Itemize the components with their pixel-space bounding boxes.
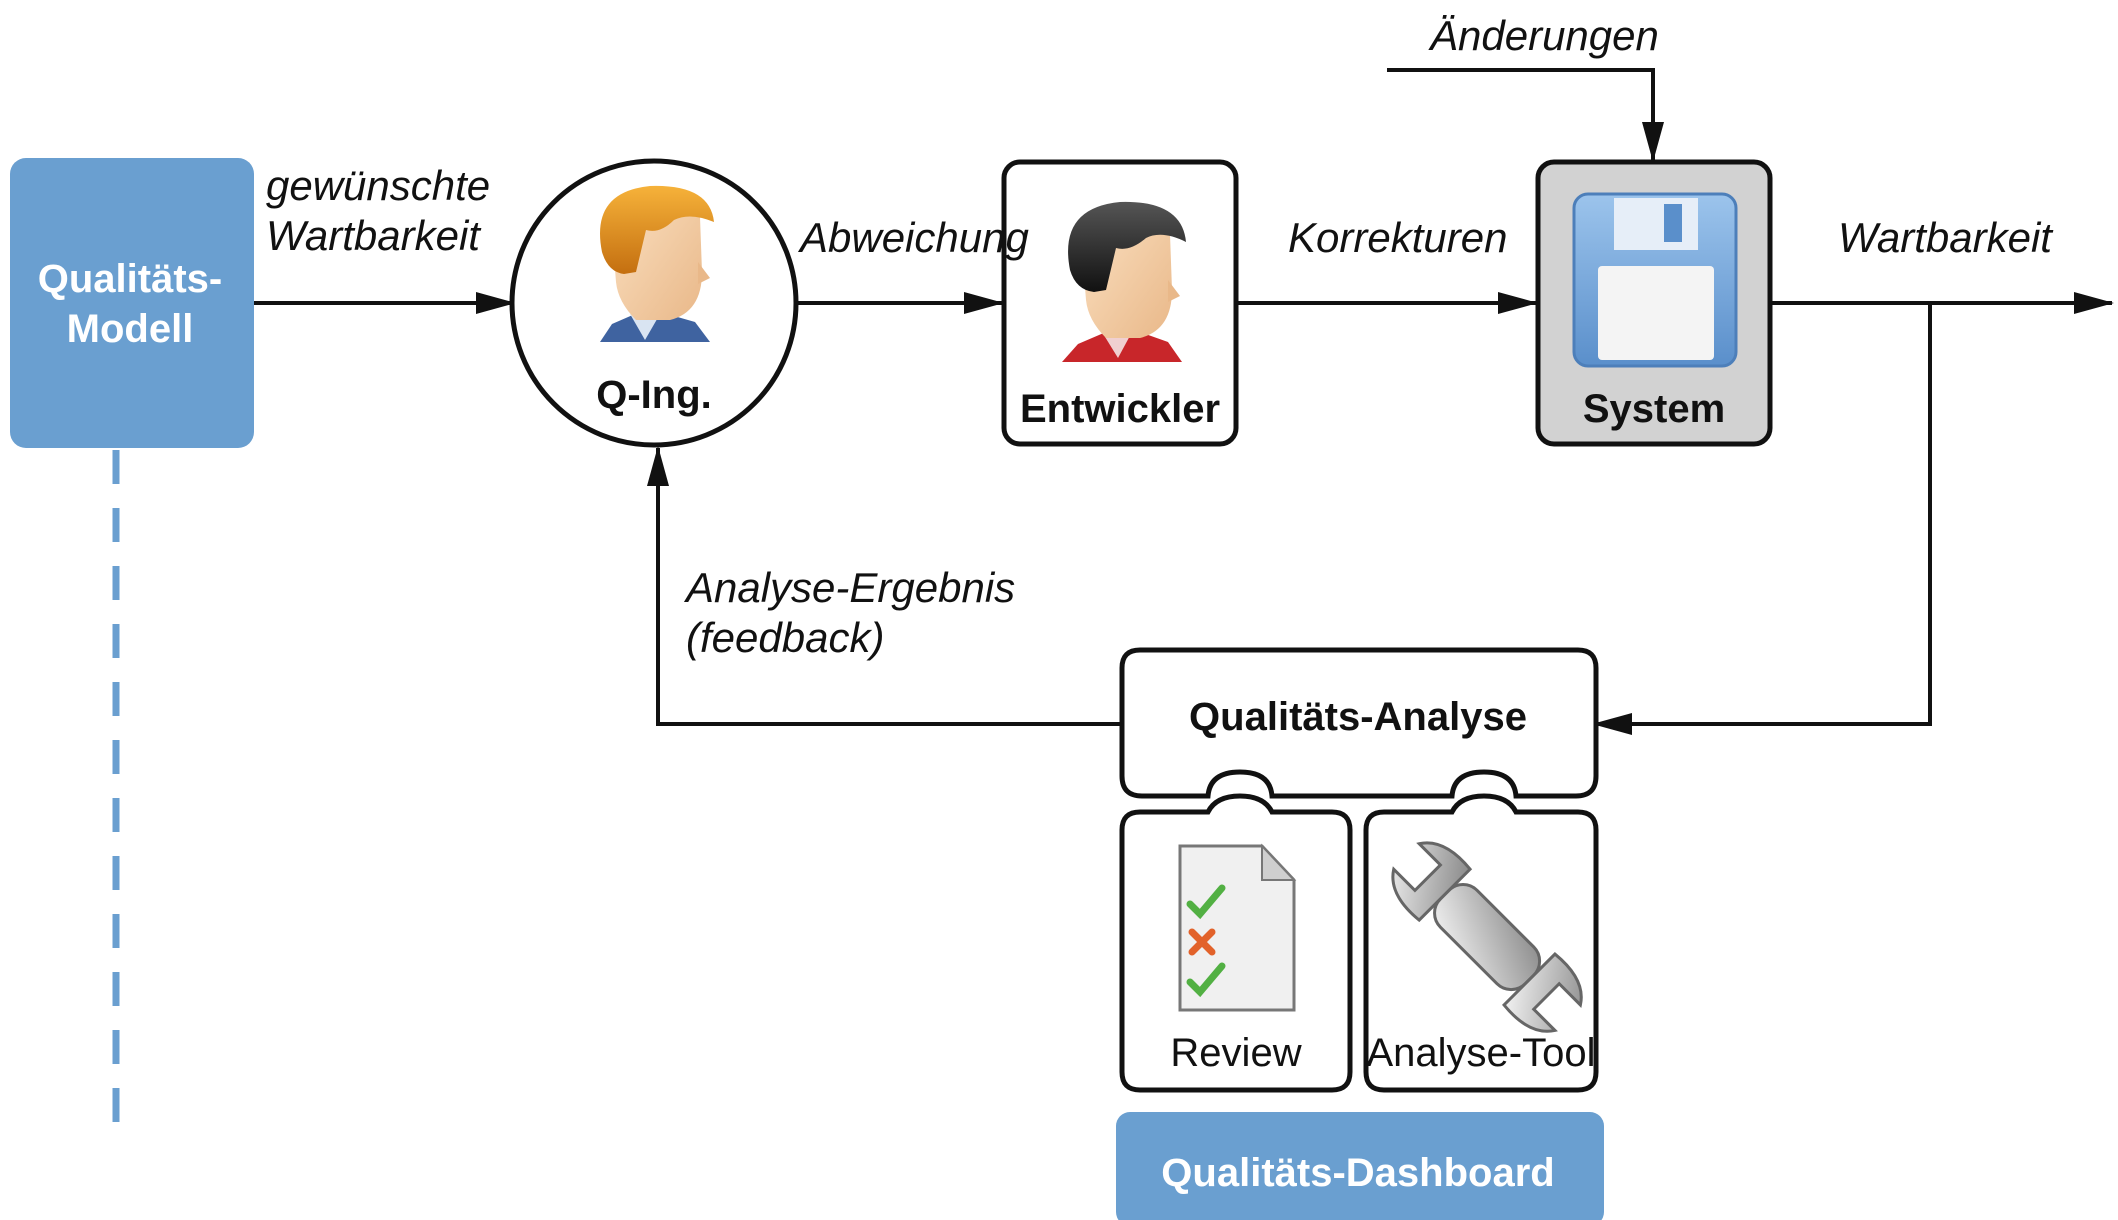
q-engineer-node: Q-Ing. bbox=[509, 158, 799, 448]
review-node: Review bbox=[1119, 793, 1353, 1093]
quality-model-node: Qualitäts- Modell bbox=[10, 158, 254, 448]
developer-node: Entwickler bbox=[1001, 159, 1239, 447]
developer-label: Entwickler bbox=[1020, 387, 1220, 431]
q-engineer-label: Q-Ing. bbox=[596, 373, 712, 417]
connectors bbox=[112, 68, 2114, 1140]
analysis-tool-node: Analyse-Tool bbox=[1363, 793, 1599, 1093]
analysis-result-label-line2: (feedback) bbox=[686, 614, 884, 661]
analysis-result-label-line1: Analyse-Ergebnis bbox=[683, 564, 1015, 611]
quality-dashboard-label: Qualitäts-Dashboard bbox=[1161, 1151, 1554, 1195]
maintainability-label: Wartbarkeit bbox=[1838, 214, 2054, 261]
floppy-disk-icon bbox=[1572, 192, 1738, 368]
quality-model-label-line1: Qualitäts- bbox=[38, 257, 222, 301]
arrow-analysis-feedback-to-qing bbox=[647, 446, 1120, 726]
corrections-label: Korrekturen bbox=[1288, 214, 1507, 261]
quality-dashboard-node: Qualitäts-Dashboard bbox=[1116, 1112, 1604, 1220]
quality-analysis-node: Qualitäts-Analyse bbox=[1119, 647, 1599, 799]
changes-label: Änderungen bbox=[1428, 12, 1659, 59]
desired-maintainability-label-line2: Wartbarkeit bbox=[266, 212, 482, 259]
system-label: System bbox=[1583, 387, 1725, 431]
person-orange-hair-icon bbox=[600, 185, 714, 342]
review-label: Review bbox=[1170, 1031, 1301, 1075]
system-node: System bbox=[1535, 159, 1773, 447]
deviation-label: Abweichung bbox=[797, 214, 1029, 261]
desired-maintainability-label-line1: gewünschte bbox=[266, 162, 490, 209]
wrench-icon bbox=[1391, 841, 1583, 1033]
arrow-output-to-analysis bbox=[1592, 303, 1932, 735]
quality-analysis-label: Qualitäts-Analyse bbox=[1189, 695, 1527, 739]
edge-labels: gewünschte Wartbarkeit Abweichung Korrek… bbox=[266, 12, 2054, 661]
quality-model-label-line2: Modell bbox=[67, 307, 194, 351]
arrow-changes-into-system bbox=[1387, 68, 1664, 162]
checklist-document-icon bbox=[1178, 843, 1297, 1012]
analysis-tool-label: Analyse-Tool bbox=[1366, 1031, 1595, 1075]
person-black-hair-icon bbox=[1062, 201, 1186, 362]
